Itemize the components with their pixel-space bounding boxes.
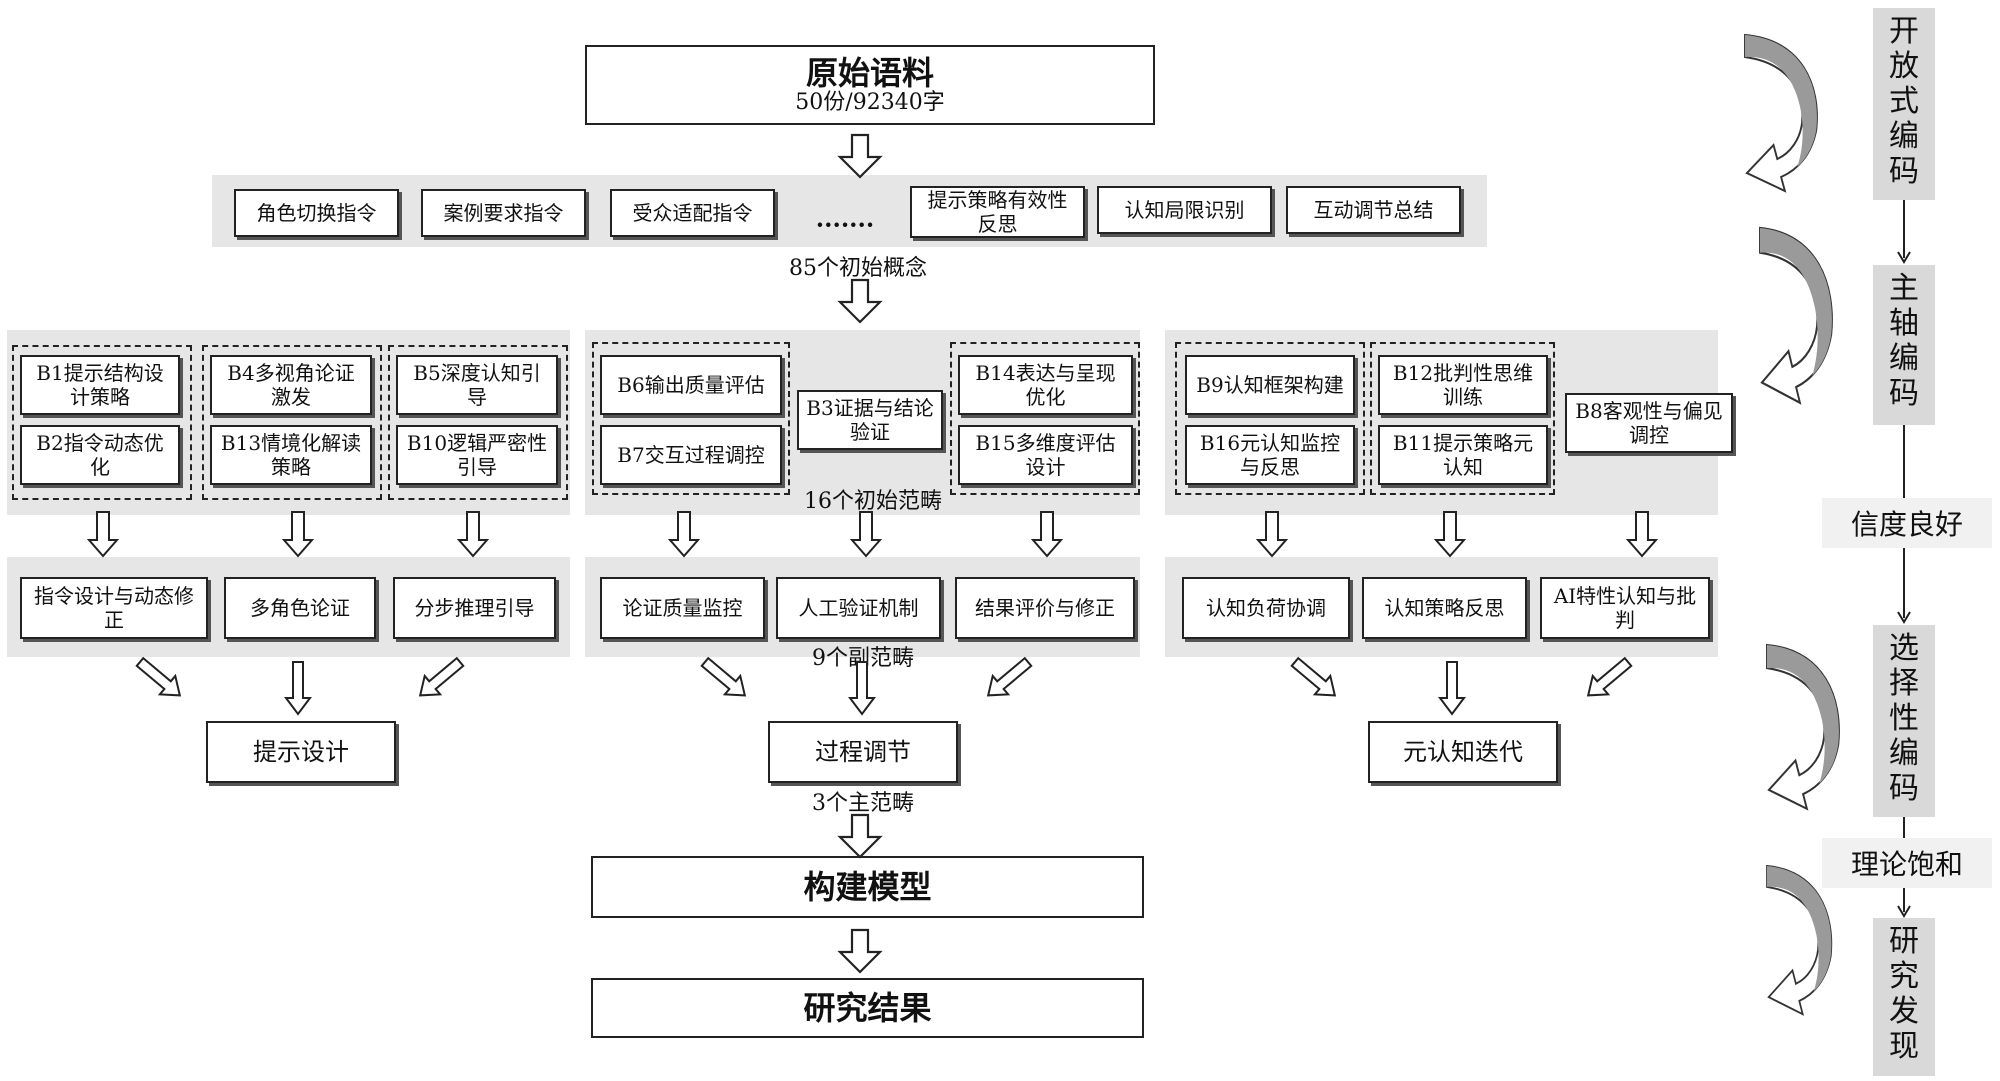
curved-arrow: [1766, 865, 1833, 1016]
category-box: B13情境化解读策略: [210, 425, 372, 485]
build-model-box: 构建模型: [591, 856, 1144, 918]
subcategory-box: AI特性认知与批判: [1540, 577, 1710, 639]
arrow-down: [838, 278, 882, 324]
category-box: B2指令动态优化: [20, 425, 180, 485]
arrow-down: [285, 661, 311, 715]
subcategory-box: 分步推理引导: [393, 577, 556, 639]
arrow-down: [1439, 661, 1465, 715]
arrow-diagonal: [696, 651, 754, 706]
subcategory-box: 认知负荷协调: [1182, 577, 1350, 639]
arrow-diagonal: [131, 651, 189, 706]
raw-corpus-subtitle: 50份/92340字: [795, 90, 945, 115]
category-box: B10逻辑严密性引导: [396, 425, 558, 485]
concept-box: 提示策略有效性反思: [910, 186, 1085, 238]
subcategory-box: 认知策略反思: [1362, 577, 1527, 639]
curved-arrow: [1744, 34, 1818, 192]
concept-box: 受众适配指令: [610, 189, 775, 237]
arrow-down: [283, 511, 313, 557]
subcategory-box: 人工验证机制: [776, 577, 941, 639]
category-box: B3证据与结论验证: [797, 390, 943, 450]
category-group: [12, 345, 192, 500]
category-box: B6输出质量评估: [600, 355, 782, 415]
category-group: [1370, 342, 1555, 495]
arrow-down: [1435, 511, 1465, 557]
arrow-down: [849, 661, 875, 715]
category-group: [950, 342, 1140, 495]
category-box: B16元认知监控与反思: [1185, 425, 1355, 485]
category-group: [202, 345, 382, 500]
research-result-box: 研究结果: [591, 978, 1144, 1038]
category-box: B11提示策略元认知: [1378, 425, 1548, 485]
subcategory-box: 多角色论证: [224, 577, 376, 639]
arrow-down: [88, 511, 118, 557]
arrow-diagonal: [1579, 651, 1637, 706]
arrow-down: [851, 511, 881, 557]
raw-corpus-title: 原始语料: [805, 54, 934, 92]
sidebar-stage-findings: 研究发现: [1873, 918, 1935, 1076]
subcategory-box: 指令设计与动态修正: [20, 577, 208, 639]
arrow-down: [838, 133, 882, 179]
category-group: [388, 345, 568, 500]
sidebar-stage-selective-coding: 选择性编码: [1873, 625, 1935, 817]
curved-arrow: [1765, 643, 1840, 810]
arrow-down: [838, 928, 882, 974]
category-group: [592, 342, 790, 495]
category-box: B1提示结构设计策略: [20, 355, 180, 415]
curved-arrow: [1758, 226, 1834, 404]
arrow-down: [669, 511, 699, 557]
arrow-diagonal: [1286, 651, 1344, 706]
subcategory-box: 结果评价与修正: [955, 577, 1135, 639]
concept-box: 认知局限识别: [1097, 186, 1272, 234]
main-category-box: 过程调节: [768, 721, 958, 783]
category-box: B5深度认知引导: [396, 355, 558, 415]
category-box: B7交互过程调控: [600, 425, 782, 485]
arrow-down: [1032, 511, 1062, 557]
main-category-box: 元认知迭代: [1368, 721, 1558, 783]
main-categories-label: 3个主范畴: [812, 791, 914, 816]
arrow-down: [838, 813, 882, 859]
concepts-ellipsis: ·······: [815, 210, 875, 239]
concept-box: 案例要求指令: [421, 189, 586, 237]
category-box: B14表达与呈现优化: [958, 355, 1133, 415]
subcategory-box: 论证质量监控: [600, 577, 765, 639]
category-box: B9认知框架构建: [1185, 355, 1355, 415]
concepts-label: 85个初始概念: [789, 256, 927, 281]
category-box: B12批判性思维训练: [1378, 355, 1548, 415]
arrow-down: [458, 511, 488, 557]
category-box: B15多维度评估设计: [958, 425, 1133, 485]
main-category-box: 提示设计: [206, 721, 396, 783]
sidebar-check-saturation: 理论饱和: [1822, 838, 1992, 888]
arrow-down: [1257, 511, 1287, 557]
sidebar-check-reliability: 信度良好: [1822, 498, 1992, 548]
category-group: [1175, 342, 1365, 495]
category-box: B4多视角论证激发: [210, 355, 372, 415]
raw-corpus-box: 原始语料 50份/92340字: [585, 45, 1155, 125]
arrow-diagonal: [979, 651, 1037, 706]
sidebar-stage-axial-coding: 主轴编码: [1873, 265, 1935, 425]
concept-box: 角色切换指令: [234, 189, 399, 237]
arrow-down: [1627, 511, 1657, 557]
categories-label: 16个初始范畴: [804, 489, 942, 514]
sidebar-stage-open-coding: 开放式编码: [1873, 8, 1935, 200]
arrow-diagonal: [411, 651, 469, 706]
category-box: B8客观性与偏见调控: [1565, 393, 1733, 453]
concept-box: 互动调节总结: [1286, 186, 1461, 234]
